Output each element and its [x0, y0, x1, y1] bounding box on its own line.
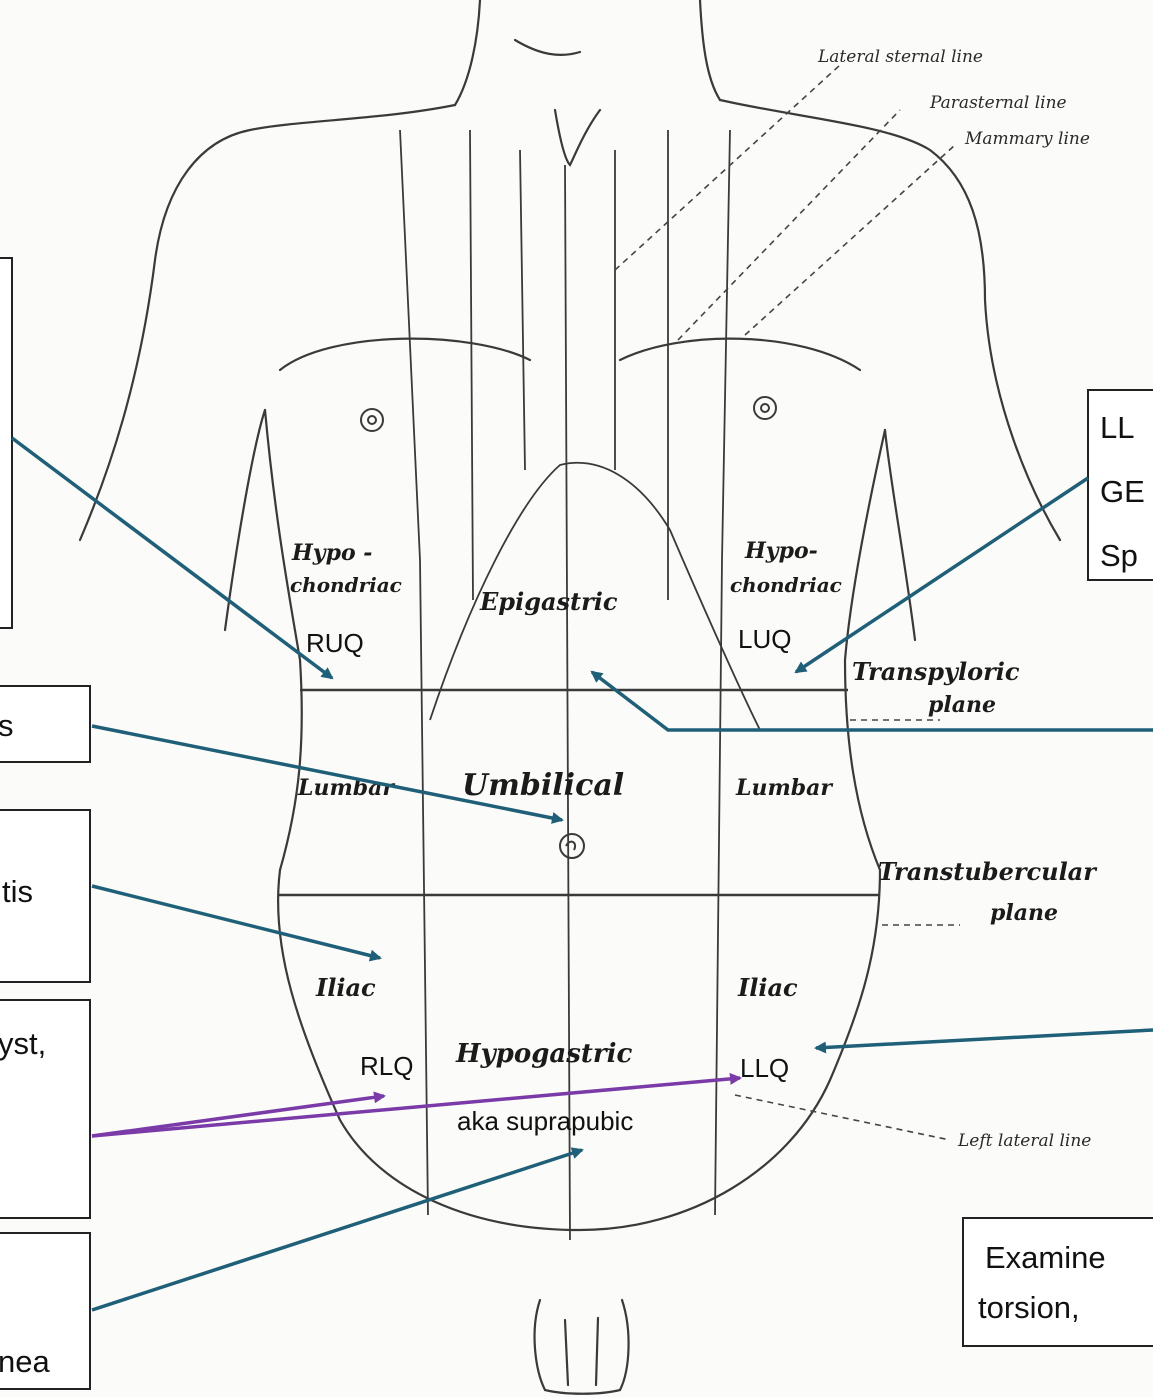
callout-box-luq: LL GE Sp — [1088, 390, 1153, 580]
callout-exam-line-1: Examine — [985, 1240, 1106, 1275]
region-iliac-right: Iliac — [315, 973, 376, 1002]
label-transpyloric-1: Transpyloric — [852, 657, 1020, 686]
label-transtubercular-2: plane — [990, 900, 1058, 926]
label-suprapubic: aka suprapubic — [457, 1106, 633, 1136]
umbilicus — [560, 834, 584, 858]
region-lumbar-right: Lumbar — [297, 775, 395, 801]
callout-rlq-text: tis — [2, 874, 33, 909]
callout-box-umbilical: s — [0, 686, 90, 762]
arrow-suprapubic — [92, 1150, 582, 1310]
callout-box-suprapubic: nea — [0, 1233, 90, 1389]
label-left-lateral-line: Left lateral line — [957, 1131, 1091, 1151]
callout-luq-line-1: LL — [1100, 410, 1134, 445]
callout-exam-line-2: torsion, — [978, 1290, 1080, 1325]
callout-luq-line-2: GE — [1100, 474, 1145, 509]
callout-box-exam: Examine torsion, — [963, 1218, 1153, 1346]
callout-box-pelvic: yst, — [0, 1000, 90, 1218]
quadrant-ruq: RUQ — [306, 628, 364, 658]
callout-box-ruq — [0, 258, 12, 628]
nipples — [361, 397, 776, 431]
label-transpyloric-2: plane — [928, 692, 996, 718]
region-iliac-left: Iliac — [737, 973, 798, 1002]
region-lumbar-left: Lumbar — [735, 775, 833, 801]
region-hypochondriac-left-1: Hypo- — [744, 538, 818, 564]
callout-pelvic-text: yst, — [0, 1026, 46, 1061]
quadrant-luq: LUQ — [738, 624, 791, 654]
region-hypogastric: Hypogastric — [455, 1039, 632, 1069]
callout-suprapubic-text: nea — [0, 1344, 50, 1379]
quadrant-rlq: RLQ — [360, 1051, 413, 1081]
region-hypochondriac-right-2: chondriac — [290, 573, 402, 597]
region-umbilical: Umbilical — [462, 768, 624, 803]
label-parasternal-line: Parasternal line — [929, 93, 1067, 113]
guide-lines — [400, 130, 760, 1240]
arrow-llq — [816, 1030, 1153, 1048]
callout-box-rlq: tis — [0, 810, 90, 982]
callout-umbilical-text: s — [0, 708, 14, 743]
region-epigastric: Epigastric — [479, 587, 618, 616]
quadrant-llq: LLQ — [740, 1053, 789, 1083]
label-mammary-line: Mammary line — [964, 129, 1090, 149]
callout-luq-line-3: Sp — [1100, 538, 1138, 573]
arrow-pelvic-rlq — [92, 1096, 384, 1136]
region-hypochondriac-right-1: Hypo - — [291, 540, 372, 566]
arrow-pelvic-llq — [92, 1078, 740, 1136]
label-lateral-sternal-line: Lateral sternal line — [817, 47, 983, 67]
label-transtubercular-1: Transtubercular — [878, 857, 1098, 886]
region-hypochondriac-left-2: chondriac — [730, 573, 842, 597]
arrow-rlq — [92, 886, 380, 958]
